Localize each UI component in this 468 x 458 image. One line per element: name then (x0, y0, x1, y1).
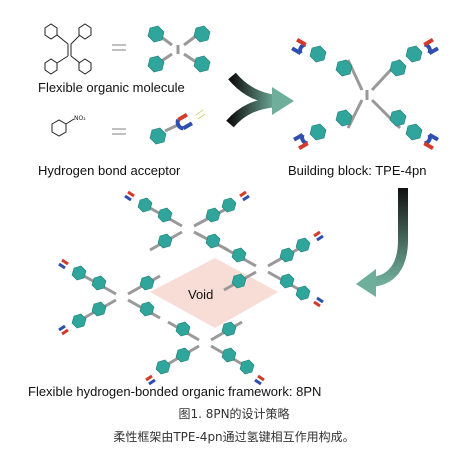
curved-arrow-down (356, 188, 408, 297)
void-region (150, 258, 278, 328)
acceptor-3d-model (149, 109, 206, 145)
magnet-icon-br (423, 132, 439, 151)
curved-arrow-right (226, 72, 294, 128)
magnet-icon-tl (291, 37, 307, 56)
tpe-structure-drawing (44, 23, 92, 75)
figure-caption-text: 柔性框架由TPE-4pn通过氢键相互作用构成。 (113, 430, 355, 444)
label-building-block: Building block: TPE-4pn (288, 163, 427, 178)
magnet-icon-bl (293, 132, 309, 151)
magnet-icon (175, 112, 193, 131)
nitrobenzene-structure-drawing (51, 118, 75, 137)
tpe-3d-model (147, 25, 211, 73)
8pn-framework (58, 190, 324, 386)
equals-sign-1 (112, 44, 126, 51)
figure-caption-title: 图1. 8PN的设计策略 (178, 407, 290, 421)
nitro-group-label: NO₂ (74, 115, 86, 122)
equals-sign-2 (112, 128, 126, 135)
label-void: Void (188, 287, 214, 302)
label-flexible-molecule: Flexible organic molecule (38, 80, 185, 95)
tpe-4pn-building-block (291, 37, 439, 151)
label-acceptor: Hydrogen bond acceptor (38, 163, 181, 178)
magnet-icon-tr (423, 37, 439, 56)
label-framework: Flexible hydrogen-bonded organic framewo… (28, 384, 322, 399)
